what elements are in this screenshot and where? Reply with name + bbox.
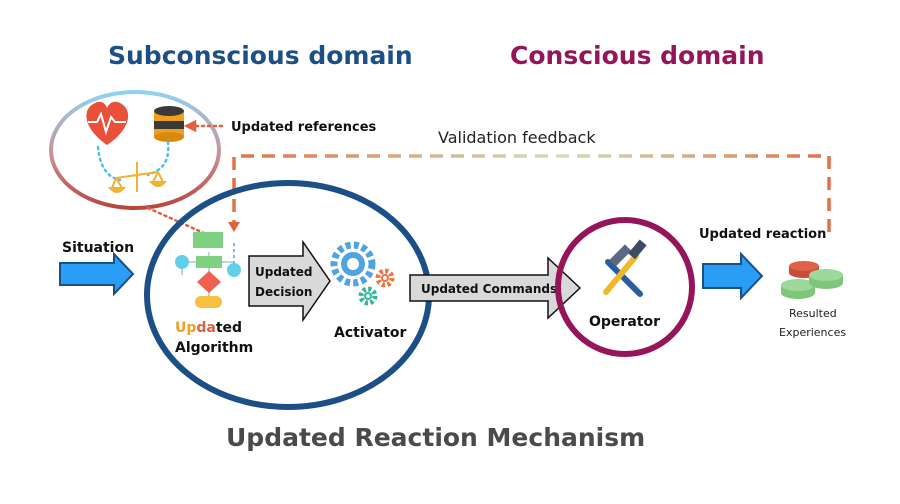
stacked-disks-icon [781, 261, 843, 299]
updated-references-label: Updated references [231, 120, 377, 135]
flowchart-icon [175, 232, 241, 308]
situation-label: Situation [62, 240, 134, 256]
operator-circle [555, 217, 695, 357]
updated-reaction-label: Updated reaction [699, 227, 826, 242]
conscious-domain-heading: Conscious domain [510, 41, 765, 70]
activator-label: Activator [334, 325, 407, 341]
situation-arrow [59, 251, 135, 297]
updated-commands-label: Updated Commands [421, 282, 557, 296]
resulted-experiences-line1: Resulted [789, 307, 837, 320]
mechanism-title: Updated Reaction Mechanism [226, 423, 645, 452]
updated-commands-arrow [409, 256, 582, 320]
subconscious-domain-heading: Subconscious domain [108, 41, 413, 70]
updated-algorithm-line2: Algorithm [175, 340, 253, 356]
validation-feedback-line [232, 154, 831, 232]
hammer-wrench-icon [603, 239, 647, 297]
heart-monitor-icon [86, 101, 129, 145]
updated-decision-line1: Updated [255, 265, 313, 279]
updated-decision-arrow [248, 239, 331, 323]
updated-algorithm-line1: Updated [175, 320, 242, 336]
updated-decision-line2: Decision [255, 285, 312, 299]
updated-reaction-arrow [702, 251, 764, 301]
balance-scale-icon [107, 162, 168, 193]
resulted-experiences-line2: Experiences [779, 326, 846, 339]
operator-label: Operator [589, 314, 660, 330]
validation-feedback-label: Validation feedback [438, 128, 596, 147]
gears-icon [330, 241, 395, 306]
references-ring [49, 90, 221, 210]
database-icon [154, 106, 184, 142]
